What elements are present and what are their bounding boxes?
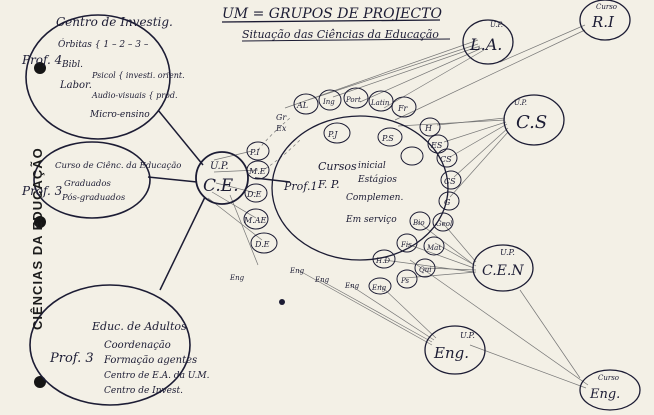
binder-hole [34, 62, 46, 74]
cluster-bottomleft-item: Coordenação [104, 340, 171, 351]
arc-node-top: P.J [327, 130, 338, 139]
outer-node-up: Curso [596, 3, 617, 11]
diagram-title: UM = GRUPOS DE PROJECTO [222, 6, 442, 22]
cluster-midleft-outline [33, 141, 151, 219]
ink-dot [279, 299, 285, 305]
cluster-topleft-item: Órbitas { 1 – 2 – 3 – [58, 38, 149, 50]
diagram-subtitle: Situação das Ciências da Educação [242, 28, 439, 41]
outer-node-name: C.E.N [482, 263, 524, 279]
cluster-midleft-item: Curso de Ciênc. da Educação [55, 160, 181, 171]
arc-node-top: Gr [276, 113, 287, 122]
inner-oval-item: inicial [358, 161, 386, 171]
arc-node-bottom: Ps [400, 277, 410, 285]
outer-node-up: U.P. [490, 21, 503, 29]
cluster-bottomleft-title: Educ. de Adultos [91, 320, 187, 333]
cluster-topleft-item: Psicol { investi. orient. [91, 71, 185, 80]
arc-nodes-bottom-shapes [368, 211, 454, 295]
hub-side-node-label: P.I [249, 148, 260, 157]
cluster-topleft-item: Audio-visuais { prod. [91, 91, 178, 100]
center-hub [195, 151, 249, 205]
cluster-bottomleft-item: Centro de Invest. [104, 386, 183, 396]
arc-node-top: Fr [397, 104, 409, 113]
outer-node-name: L.A. [469, 35, 502, 54]
outer-node-name: Eng. [433, 344, 469, 362]
outer-node-name: Eng. [589, 387, 620, 402]
arc-node-bottom: Eng [371, 284, 387, 292]
outer-node-up: U.P. [500, 248, 515, 257]
hub-side-node-label: M.E [248, 167, 266, 176]
cluster-midleft-item: Pós-graduados [61, 192, 126, 203]
cluster-topleft-item: Micro-ensino [89, 110, 150, 120]
arc-node-top: AL [296, 101, 308, 110]
subtitle-underline [241, 38, 451, 42]
cluster-topleft-item: Labor. [59, 80, 92, 91]
arc-node-bottom: Bio [412, 219, 425, 227]
arc-node-right: G [444, 198, 451, 207]
outer-node-up: U.P. [514, 99, 527, 107]
arc-node-bottom: H.D [375, 257, 390, 265]
arc-node-top: Port [345, 96, 361, 104]
cluster-midleft-item: Graduados [64, 179, 111, 189]
arc-node-top: Latin [370, 99, 390, 107]
hub-side-node-label: D.E [246, 190, 262, 199]
outer-node-up: Curso [598, 374, 619, 382]
arc-node-right: H [424, 124, 433, 133]
cluster-bottomleft-prof: Prof. 3 [49, 351, 94, 366]
outer-node-name: R.I [591, 13, 615, 31]
vertical-section-label: CIÊNCIAS DA EDUCAÇÃO [30, 147, 45, 330]
arc-node-bottom: Eng [229, 274, 245, 282]
hub-side-nodes [243, 141, 278, 254]
arc-node-bottom: Geol [436, 220, 452, 228]
cluster-topleft-title: Centro de Investig. [56, 15, 173, 29]
binder-hole [34, 376, 46, 388]
arc-node-bottom: Eng [344, 282, 360, 290]
arc-node-top: Ing [322, 98, 335, 106]
arc-node-top: Ex [275, 124, 287, 133]
arc-node-bottom: Eng [289, 267, 305, 275]
arc-nodes-right-shapes [400, 117, 462, 211]
inner-oval-item: Complemen. [346, 193, 403, 203]
arc-node-bottom: Fis [400, 241, 412, 249]
arc-node-right: CS [440, 155, 452, 164]
inner-oval-outline [271, 115, 449, 261]
arc-node-bottom: Eng [314, 276, 330, 284]
inner-oval-item: Em serviço [345, 215, 397, 225]
cluster-bottomleft-outline [29, 284, 191, 406]
cluster-topleft-item: Bibl. [61, 60, 83, 70]
cluster-bottomleft-item: Formação agentes [103, 355, 197, 366]
outer-nodes-shapes [424, 0, 641, 411]
cluster-midleft-prof: Prof. 3 [21, 184, 63, 198]
cluster-bottomleft-item: Centro de E.A. da U.M. [104, 371, 210, 381]
cluster-outlines [25, 14, 449, 406]
pencil-connectors [207, 24, 589, 389]
outer-node-name: C.S [516, 112, 547, 133]
arc-node-bottom: Qui [419, 266, 432, 274]
arc-node-right: ES [430, 141, 443, 150]
hub-side-node-label: D.E [254, 240, 270, 249]
main-connectors [147, 109, 291, 291]
inner-oval-label: Cursos [318, 160, 357, 173]
center-hub-name: C.E. [203, 176, 239, 196]
cluster-topleft-prof: Prof. 4 [21, 53, 62, 67]
title-underline [221, 19, 441, 23]
inner-oval-prof: Prof.1 [283, 180, 317, 193]
arc-nodes-top-shapes [293, 87, 417, 147]
center-hub-up: U.P. [210, 161, 229, 172]
arc-node-bottom: Mat [426, 244, 441, 252]
arc-node-top: P.S [381, 134, 394, 143]
outer-node-up: U.P. [460, 331, 475, 340]
cluster-topleft-outline [25, 14, 171, 140]
inner-oval-fp: F. P. [317, 178, 340, 191]
binder-hole [34, 216, 46, 228]
hub-side-node-label: M.AE [243, 216, 267, 225]
arc-node-right: CS [444, 177, 456, 186]
inner-oval-item: Estágios [357, 174, 397, 185]
